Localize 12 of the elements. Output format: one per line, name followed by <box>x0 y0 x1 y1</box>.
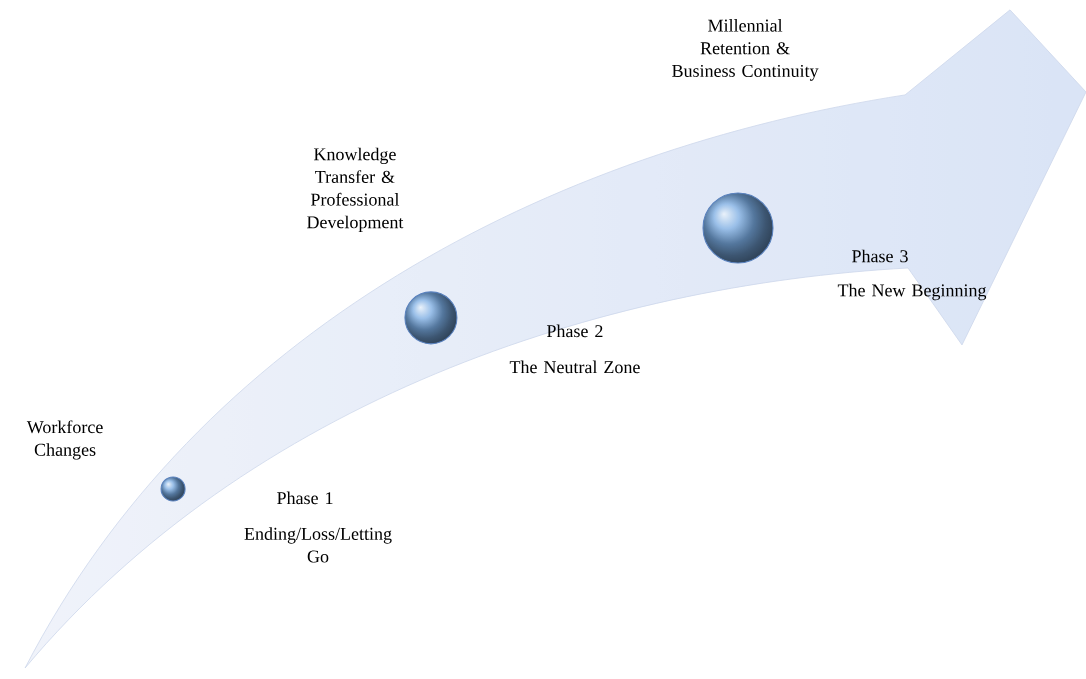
phase-name: The Neutral Zone <box>509 360 640 374</box>
sphere-marker <box>702 192 774 264</box>
phase-name: Ending/Loss/Letting Go <box>244 527 392 563</box>
phase-name: The New Beginning <box>837 283 987 301</box>
stage-title: Workforce Changes <box>26 420 103 460</box>
sphere-marker <box>160 476 186 502</box>
phase-label: Phase 1 <box>277 491 333 505</box>
stage-title: Knowledge Transfer & Professional Development <box>307 147 404 233</box>
sphere-marker <box>404 291 458 345</box>
stage-title: Millennial Retention & Business Continuity <box>672 19 819 81</box>
phase-label: Phase 2 <box>546 324 603 338</box>
phase-label: Phase 3 <box>852 249 908 263</box>
